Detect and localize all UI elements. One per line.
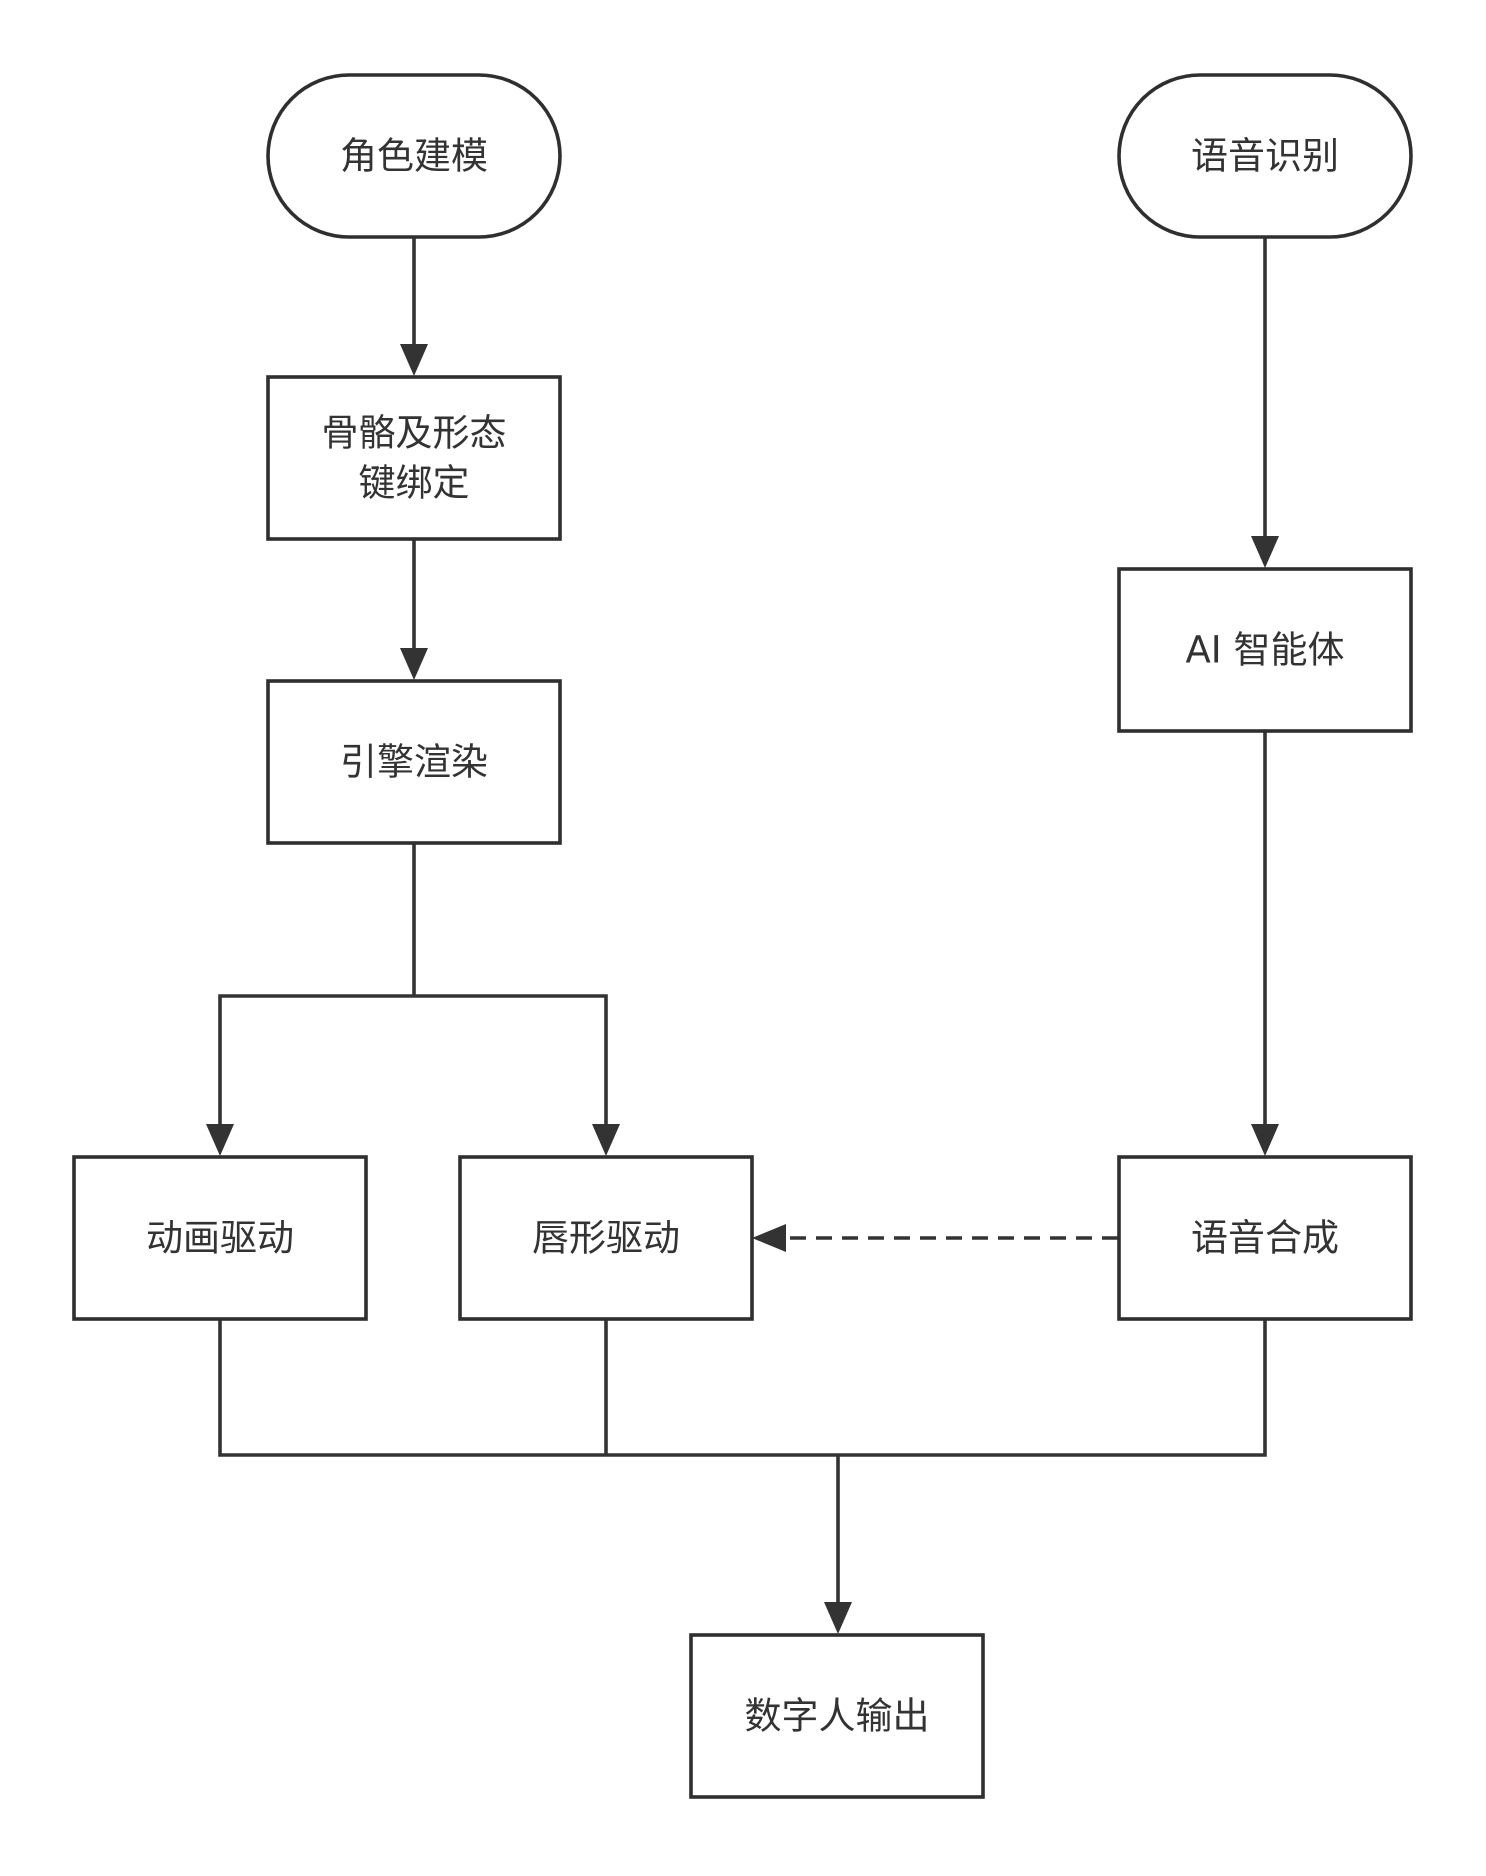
node-engine-rendering: 引擎渲染 bbox=[266, 679, 562, 845]
arrowhead-agent bbox=[1251, 536, 1279, 568]
node-ai-agent: AI 智能体 bbox=[1117, 567, 1413, 733]
arrowhead-rendering bbox=[400, 648, 428, 680]
node-animation-drive: 动画驱动 bbox=[72, 1155, 368, 1321]
arrowhead-lip-dashed bbox=[752, 1224, 786, 1252]
node-skeleton-binding: 骨骼及形态 键绑定 bbox=[266, 375, 562, 541]
arrowhead-synthesis bbox=[1251, 1124, 1279, 1156]
process-shape bbox=[689, 1633, 985, 1799]
process-shape bbox=[266, 679, 562, 845]
node-label: 数字人输出 bbox=[745, 1695, 930, 1738]
process-shape bbox=[458, 1155, 754, 1321]
arrowhead-output bbox=[824, 1602, 852, 1634]
node-label-line1: 骨骼及形态 bbox=[322, 412, 507, 455]
process-shape bbox=[1117, 1155, 1413, 1321]
edge-rendering-split bbox=[218, 844, 608, 1130]
node-speech-synthesis: 语音合成 bbox=[1117, 1155, 1413, 1321]
terminator-shape bbox=[266, 73, 562, 239]
arrowhead-animation bbox=[206, 1124, 234, 1156]
node-label: 唇形驱动 bbox=[532, 1217, 680, 1260]
node-label: 角色建模 bbox=[340, 135, 488, 178]
node-label: 语音识别 bbox=[1191, 135, 1339, 178]
arrowhead-binding bbox=[400, 344, 428, 376]
node-lip-drive: 唇形驱动 bbox=[458, 1155, 754, 1321]
node-label: 引擎渲染 bbox=[340, 741, 488, 784]
node-label: 语音合成 bbox=[1191, 1217, 1339, 1260]
terminator-shape bbox=[1117, 73, 1413, 239]
node-digital-human-output: 数字人输出 bbox=[689, 1633, 985, 1799]
node-speech-recognition: 语音识别 bbox=[1117, 73, 1413, 239]
edges bbox=[206, 238, 1279, 1634]
node-label-line2: 键绑定 bbox=[359, 462, 470, 505]
process-shape bbox=[1117, 567, 1413, 733]
node-label: AI 智能体 bbox=[1186, 629, 1345, 672]
edge-merge-to-output bbox=[218, 1320, 1267, 1608]
node-character-modeling: 角色建模 bbox=[266, 73, 562, 239]
process-shape bbox=[72, 1155, 368, 1321]
node-label: 动画驱动 bbox=[146, 1217, 294, 1260]
arrowhead-lip bbox=[592, 1124, 620, 1156]
process-shape bbox=[266, 375, 562, 541]
